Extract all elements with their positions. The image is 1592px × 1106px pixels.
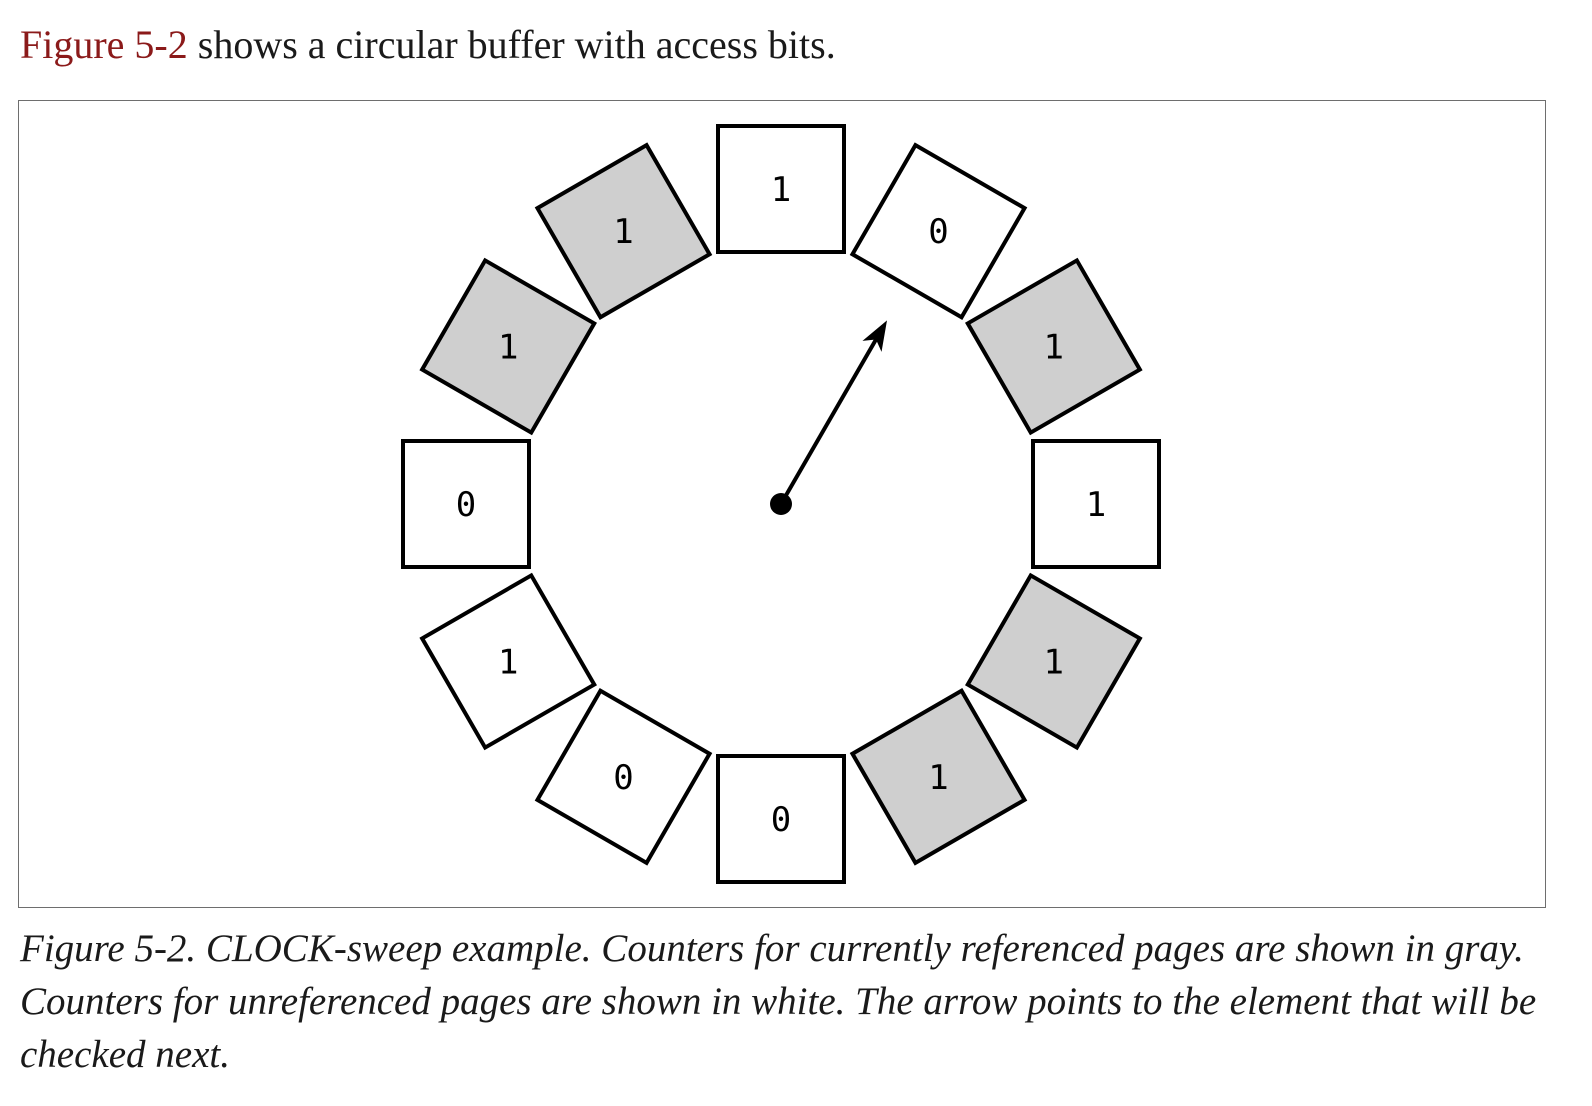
buffer-slot-9: 0: [401, 439, 531, 569]
unreferenced-counter-box: [849, 142, 1028, 320]
counter-value: 0: [613, 758, 633, 798]
unreferenced-counter-box: [534, 688, 713, 866]
buffer-slot-6: 0: [716, 754, 846, 884]
unreferenced-counter-box: [419, 572, 597, 751]
buffer-slot-10: 1: [419, 257, 597, 436]
counter-value: 1: [1086, 485, 1106, 525]
buffer-slot-1: 0: [849, 142, 1028, 320]
counter-value: 0: [928, 212, 948, 252]
counter-value: 0: [771, 800, 791, 840]
counter-value: 1: [928, 758, 948, 798]
referenced-counter-box: [965, 572, 1143, 751]
buffer-slot-4: 1: [965, 572, 1143, 751]
buffer-slot-7: 0: [534, 688, 713, 866]
unreferenced-counter-box: [1031, 439, 1161, 569]
unreferenced-counter-box: [716, 124, 846, 254]
figure-reference-link[interactable]: Figure 5-2: [20, 22, 188, 67]
referenced-counter-box: [534, 142, 713, 320]
intro-text: shows a circular buffer with access bits…: [187, 22, 836, 67]
unreferenced-counter-box: [401, 439, 531, 569]
buffer-slot-5: 1: [849, 688, 1028, 866]
unreferenced-counter-box: [716, 754, 846, 884]
clock-sweep-diagram: 1 0 1 1 1 1 0 0 1 0 1 1: [401, 124, 1161, 884]
clock-hand-pivot: [770, 493, 792, 515]
buffer-slot-3: 1: [1031, 439, 1161, 569]
clock-hand-arrowhead: [862, 320, 887, 352]
referenced-counter-box: [419, 257, 597, 436]
buffer-slot-0: 1: [716, 124, 846, 254]
figure-caption: Figure 5-2. CLOCK-sweep example. Counter…: [20, 927, 1537, 1076]
intro-sentence: Figure 5-2 shows a circular buffer with …: [20, 18, 836, 72]
buffer-slot-11: 1: [534, 142, 713, 320]
counter-value: 1: [613, 212, 633, 252]
buffer-slot-2: 1: [965, 257, 1143, 436]
counter-value: 1: [1044, 643, 1064, 683]
figure-frame: 1 0 1 1 1 1 0 0 1 0 1 1: [18, 100, 1546, 908]
counter-value: 1: [1044, 328, 1064, 368]
counter-value: 0: [456, 485, 476, 525]
buffer-slot-8: 1: [419, 572, 597, 751]
counter-value: 1: [498, 643, 518, 683]
counter-value: 1: [771, 170, 791, 210]
referenced-counter-box: [965, 257, 1143, 436]
clock-hand-arrow: [779, 336, 879, 506]
counter-value: 1: [498, 328, 518, 368]
referenced-counter-box: [849, 688, 1028, 866]
